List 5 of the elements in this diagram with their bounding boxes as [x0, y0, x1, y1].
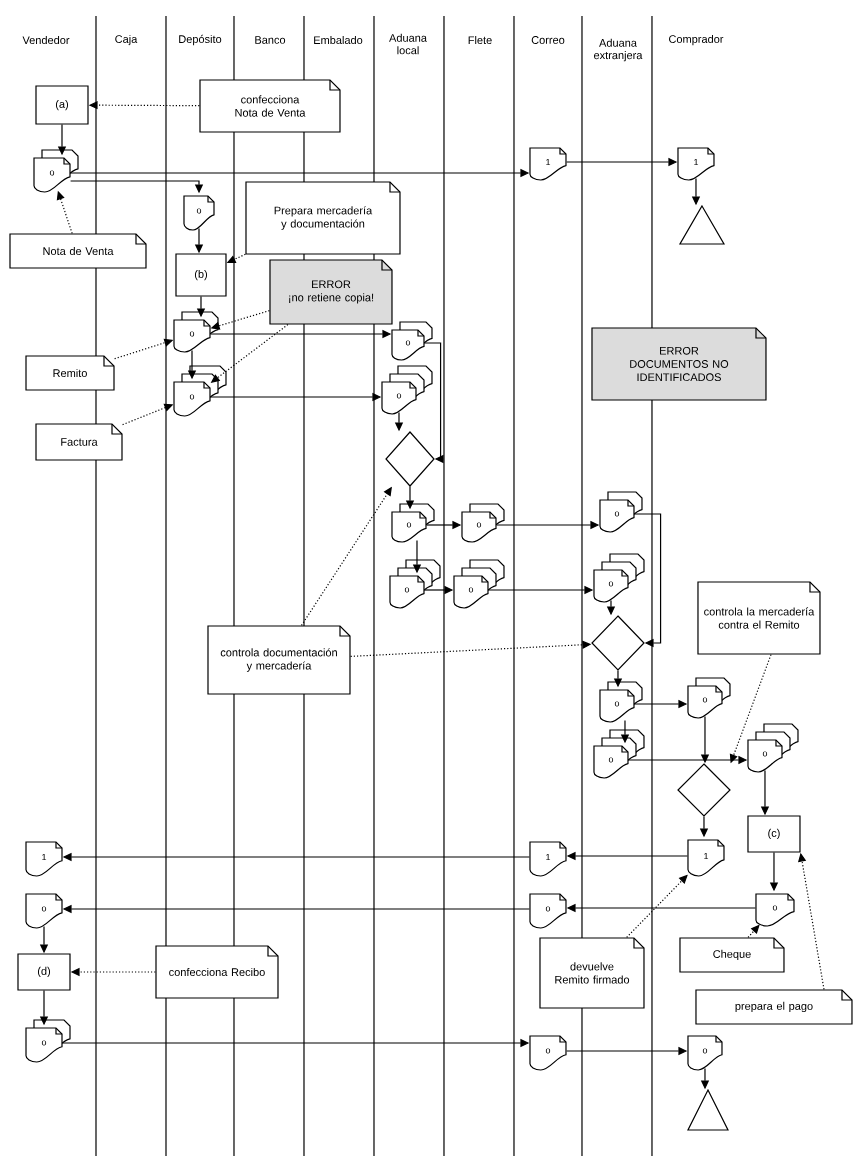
decision-diamond: [385, 431, 435, 487]
decision-diamond: [591, 615, 645, 671]
decision-diamond: [677, 763, 731, 817]
arrow: [634, 513, 662, 648]
arrow: [424, 342, 444, 464]
